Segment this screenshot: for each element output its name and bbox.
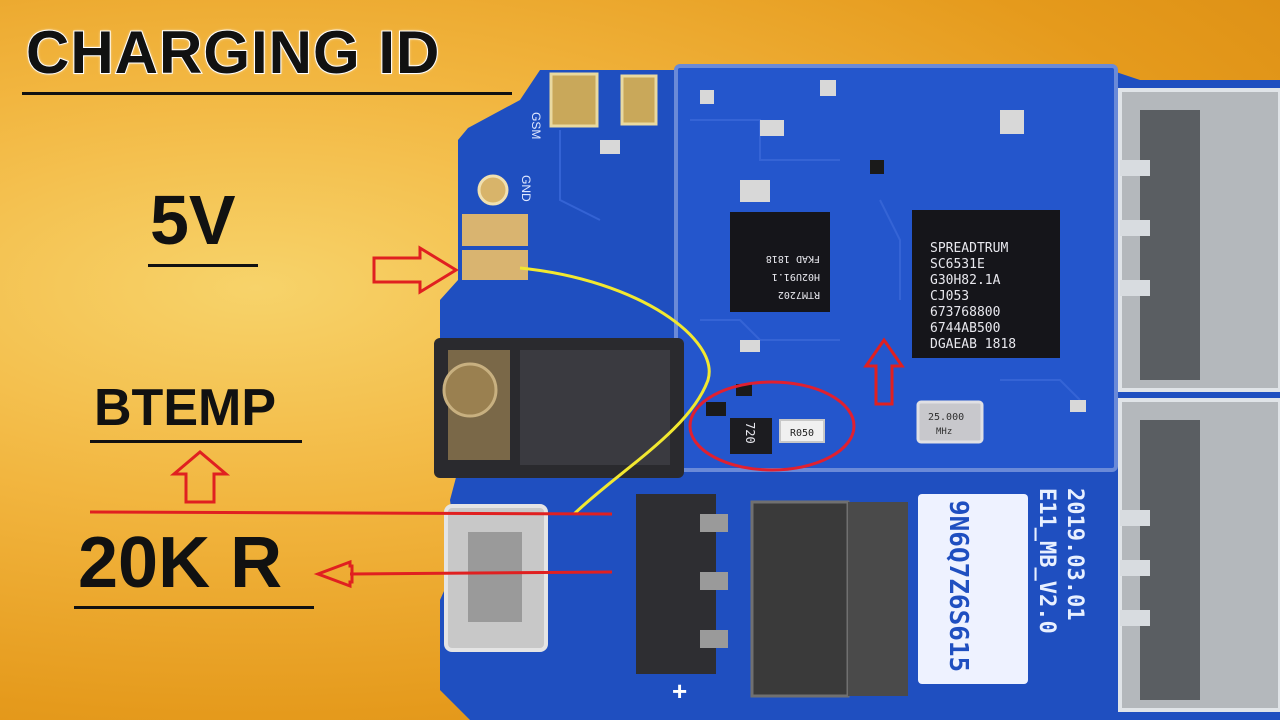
label-btemp: BTEMP (94, 379, 276, 437)
red-line-20k (349, 570, 613, 576)
gnd-pad (477, 174, 509, 206)
pad-5v-upper (462, 214, 528, 246)
crystal-line-2: MHz (936, 427, 952, 437)
pmic-line-2: H02U91.1 (772, 271, 820, 282)
underline-btemp (90, 440, 302, 443)
main-chip (912, 210, 1060, 358)
date-print: 2019.03.01 (1062, 488, 1087, 620)
label-20k-resistor: 20K R (78, 523, 283, 603)
rf-shield-area (674, 64, 1118, 472)
gsm-pad-label: GSM (529, 112, 543, 139)
model-print: E11_MB_V2.0 (1034, 488, 1059, 634)
arrow-up-chip (863, 337, 905, 406)
arrow-right-5v (372, 245, 459, 295)
plus-mark: + (672, 676, 687, 706)
crystal-line-1: 25.000 (928, 412, 964, 423)
main-chip-line-5: 673768800 (930, 305, 1000, 320)
pmic-chip (730, 212, 830, 312)
arrow-left-20k (313, 559, 354, 589)
serial-print: 9N6Q7Z6S615 (943, 500, 973, 672)
page-title: CHARGING ID (25, 18, 441, 87)
arrow-up-btemp (169, 450, 231, 504)
resistor-mark: R050 (790, 428, 814, 439)
main-chip-line-2: SC6531E (930, 257, 985, 272)
resistor-r050 (779, 419, 825, 443)
highlight-circle (688, 380, 856, 472)
label-5v: 5V (150, 181, 236, 259)
underline-20k (74, 606, 314, 609)
underline-5v (148, 264, 258, 267)
sd-card-slot (750, 500, 850, 698)
yellow-wire (519, 266, 711, 516)
title-underline (22, 92, 512, 95)
pmic-line-1: RTM7202 (778, 289, 820, 300)
transistor-mark: 720 (743, 422, 757, 444)
red-line-btemp (89, 510, 613, 516)
main-chip-line-1: SPREADTRUM (930, 241, 1008, 256)
gnd-pad-label: GND (519, 175, 533, 202)
pmic-line-3: FKAD 1818 (766, 253, 820, 264)
main-chip-line-3: G30H82.1A (930, 273, 1001, 288)
transistor-720 (730, 418, 772, 454)
crystal-oscillator (916, 400, 984, 444)
pad-5v (462, 250, 528, 280)
pad-top-2 (620, 74, 658, 126)
serial-sticker (918, 494, 1028, 684)
main-chip-line-7: DGAEAB 1818 (930, 337, 1016, 352)
main-chip-line-6: 6744AB500 (930, 321, 1000, 336)
main-chip-line-4: CJ053 (930, 289, 969, 304)
pad-top-left (549, 72, 599, 128)
